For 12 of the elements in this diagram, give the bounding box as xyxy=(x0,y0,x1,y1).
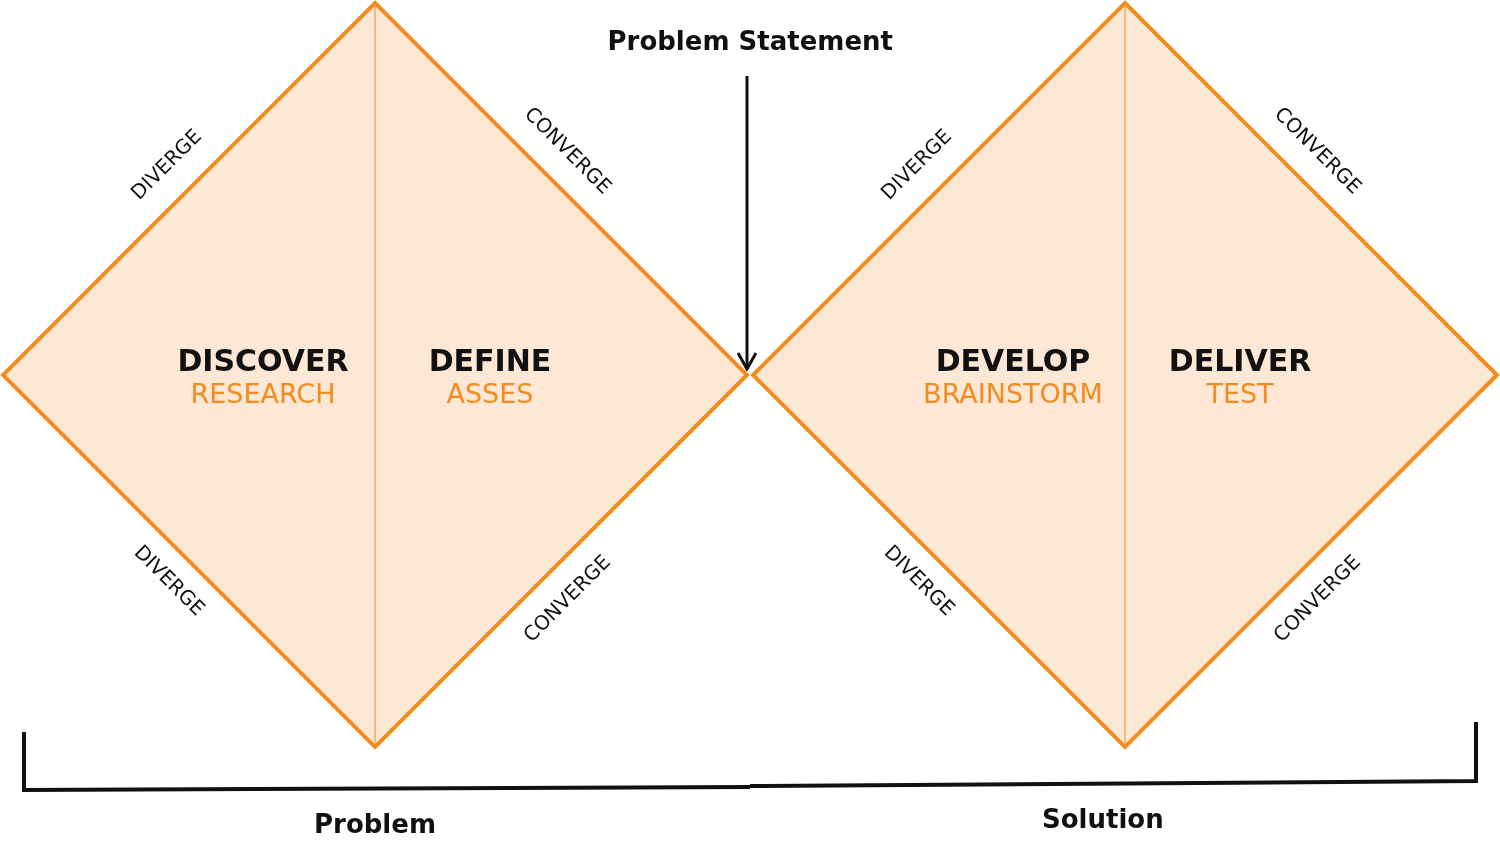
phase-subtitle: TEST xyxy=(1206,378,1274,409)
arrow xyxy=(736,76,758,371)
bracket-label: Solution xyxy=(1042,804,1164,834)
bracket-label: Problem xyxy=(314,809,436,839)
phase-subtitle: BRAINSTORM xyxy=(923,378,1103,409)
phase-title: DELIVER xyxy=(1168,343,1312,378)
phase-subtitle: RESEARCH xyxy=(190,378,336,409)
phase-subtitle: ASSES xyxy=(446,378,534,409)
phase-title: DISCOVER xyxy=(177,343,349,378)
phase-title: DEVELOP xyxy=(935,343,1091,378)
phase-title: DEFINE xyxy=(428,343,552,378)
statement-text: Problem Statement xyxy=(607,26,893,56)
